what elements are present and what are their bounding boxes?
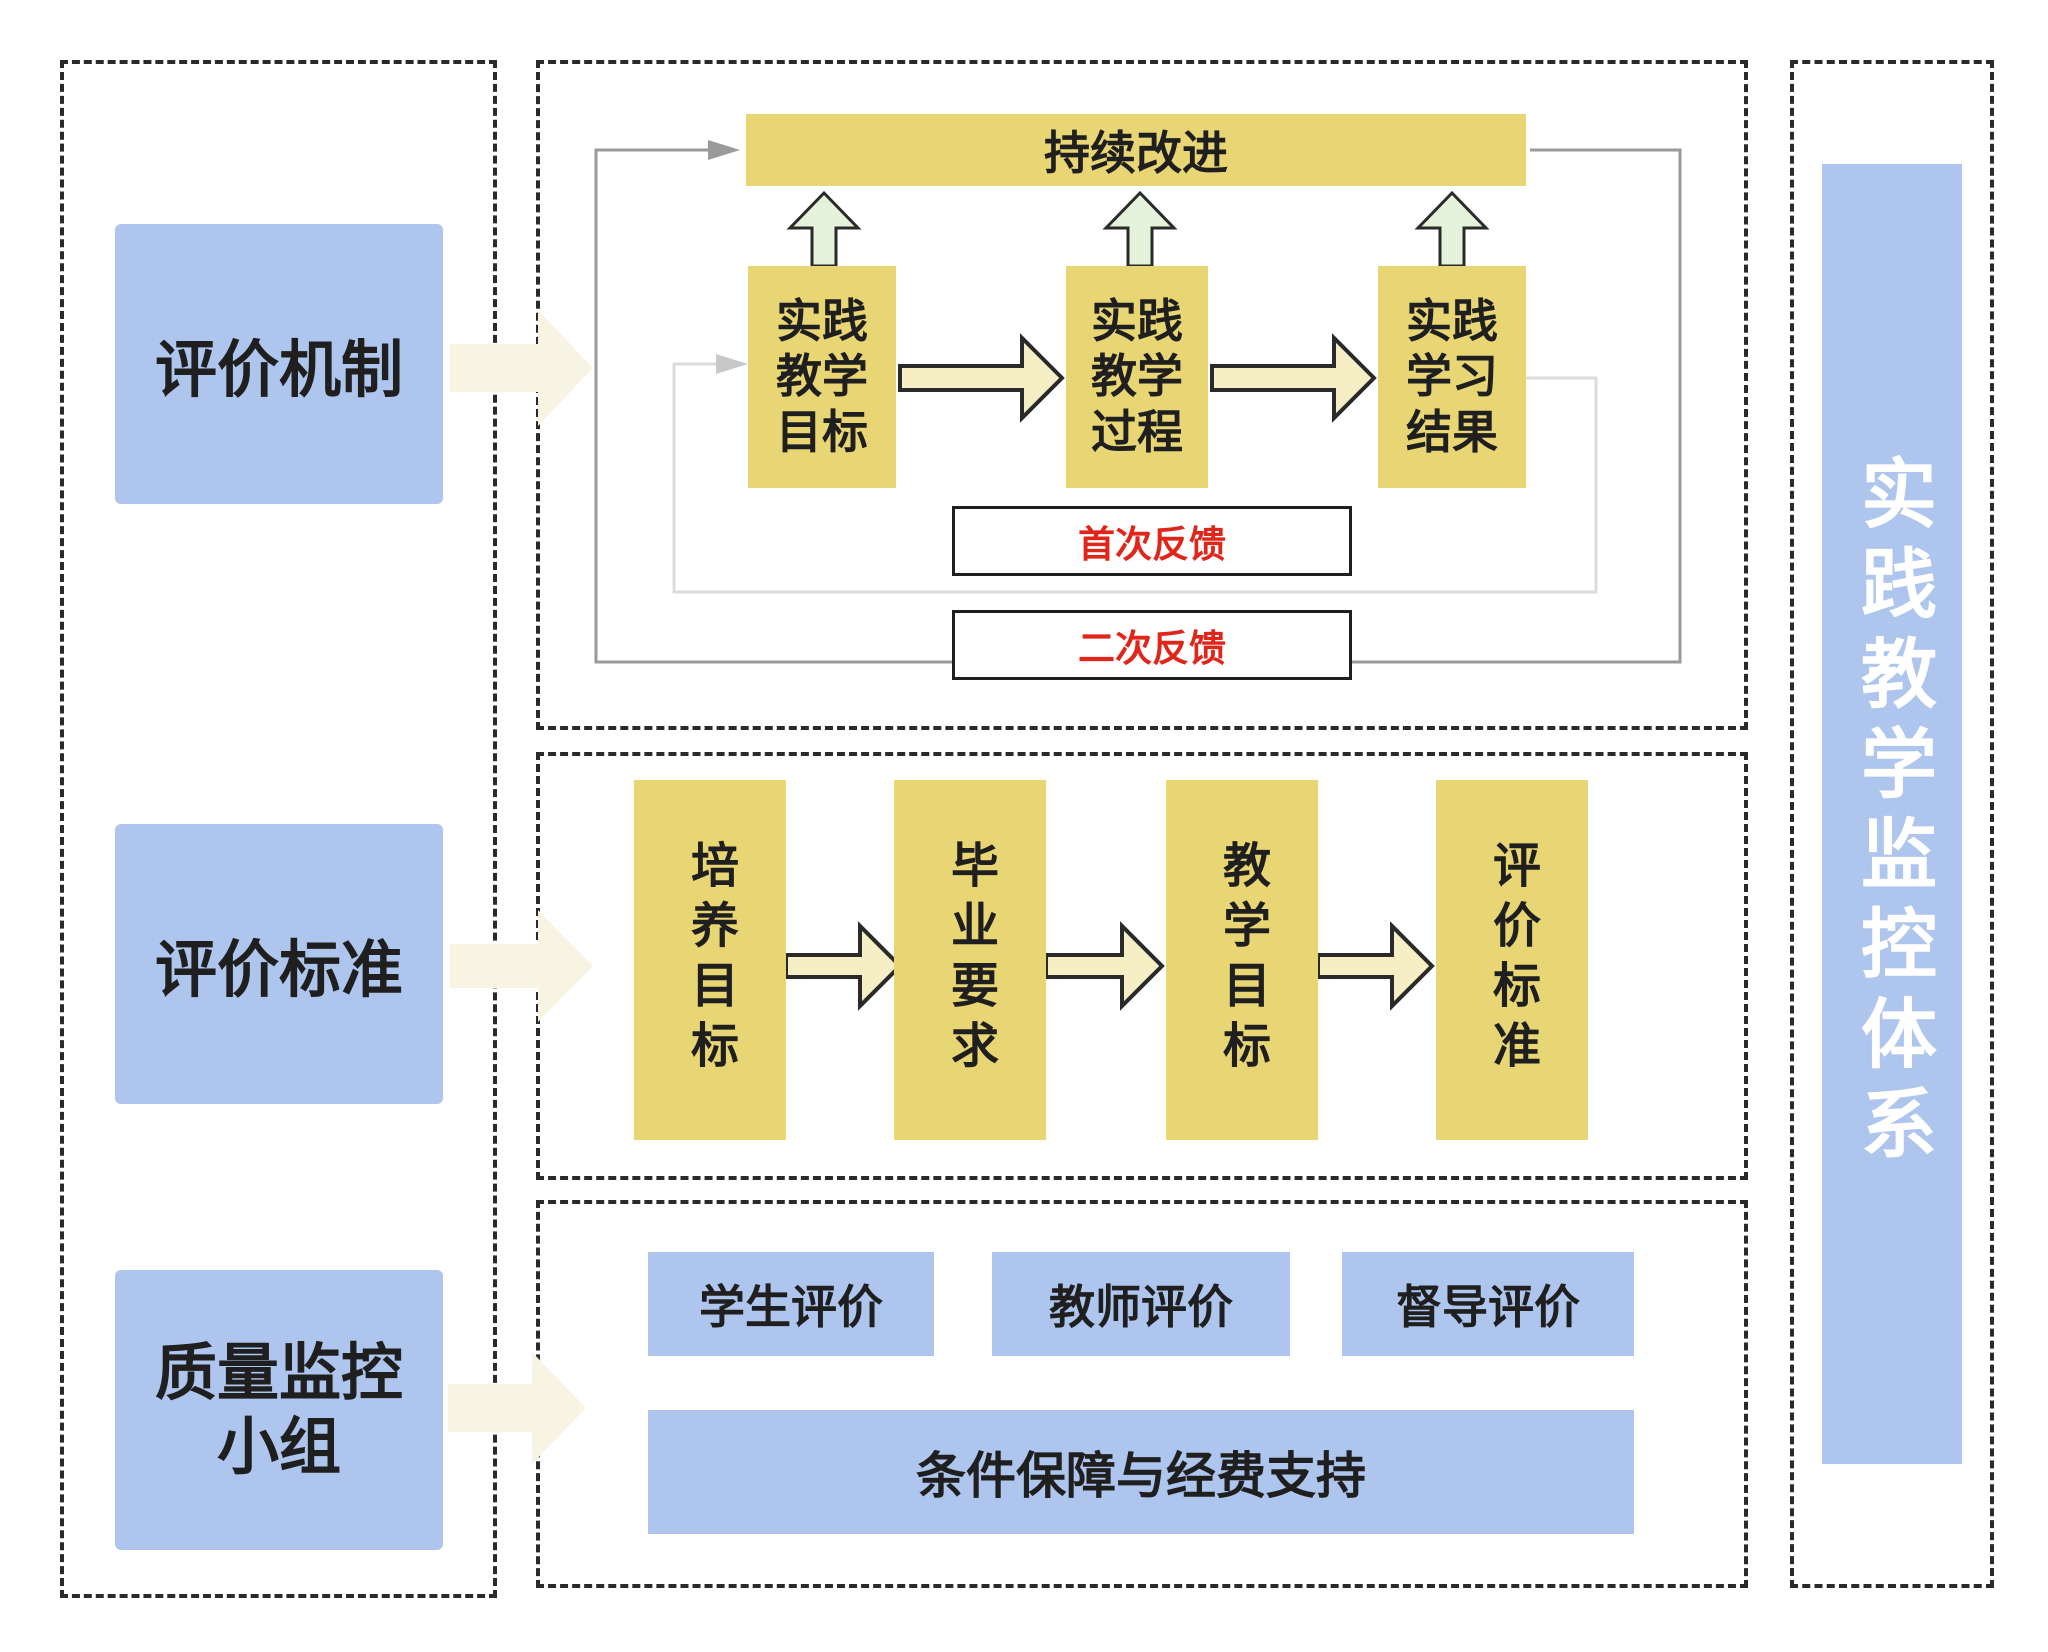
practice-teaching-process-box: 实践 教学 过程 <box>1066 266 1208 488</box>
up-arrow-1 <box>786 190 862 268</box>
training-objective-box: 培养目标 <box>634 780 786 1140</box>
monitoring-system-title: 实践教学监控体系 <box>1822 164 1962 1464</box>
inner-feedback-loop <box>672 362 1598 594</box>
student-evaluation-box: 学生评价 <box>648 1252 934 1356</box>
evaluation-standard-box: 评价标准 <box>1436 780 1588 1140</box>
up-arrow-3 <box>1414 190 1490 268</box>
left-frame <box>60 60 497 1598</box>
teaching-objective-box: 教学目标 <box>1166 780 1318 1140</box>
flow-arrow-goal-process <box>898 333 1065 423</box>
mechanism-pointer-arrow <box>450 310 593 426</box>
continuous-improvement-bar: 持续改进 <box>746 114 1526 186</box>
second-feedback-label: 二次反馈 <box>952 610 1352 680</box>
flow-arrow-std-3 <box>1316 921 1435 1011</box>
flow-arrow-std-2 <box>1044 921 1165 1011</box>
flow-arrow-std-1 <box>784 921 903 1011</box>
support-box: 条件保障与经费支持 <box>648 1410 1634 1534</box>
inner-loop-arrowhead <box>716 354 748 374</box>
standard-box: 评价标准 <box>115 824 443 1104</box>
first-feedback-label: 首次反馈 <box>952 506 1352 576</box>
quality-group-box: 质量监控 小组 <box>115 1270 443 1550</box>
flow-arrow-process-result <box>1210 333 1377 423</box>
teacher-evaluation-box: 教师评价 <box>992 1252 1290 1356</box>
up-arrow-2 <box>1102 190 1178 268</box>
practice-learning-result-box: 实践 学习 结果 <box>1378 266 1526 488</box>
graduation-requirement-box: 毕业要求 <box>894 780 1046 1140</box>
group-pointer-arrow <box>448 1352 586 1464</box>
supervisor-evaluation-box: 督导评价 <box>1342 1252 1634 1356</box>
outer-loop-arrowhead <box>708 140 740 160</box>
standard-pointer-arrow <box>450 910 593 1022</box>
practice-teaching-goal-box: 实践 教学 目标 <box>748 266 896 488</box>
right-frame <box>1790 60 1994 1588</box>
mechanism-box: 评价机制 <box>115 224 443 504</box>
